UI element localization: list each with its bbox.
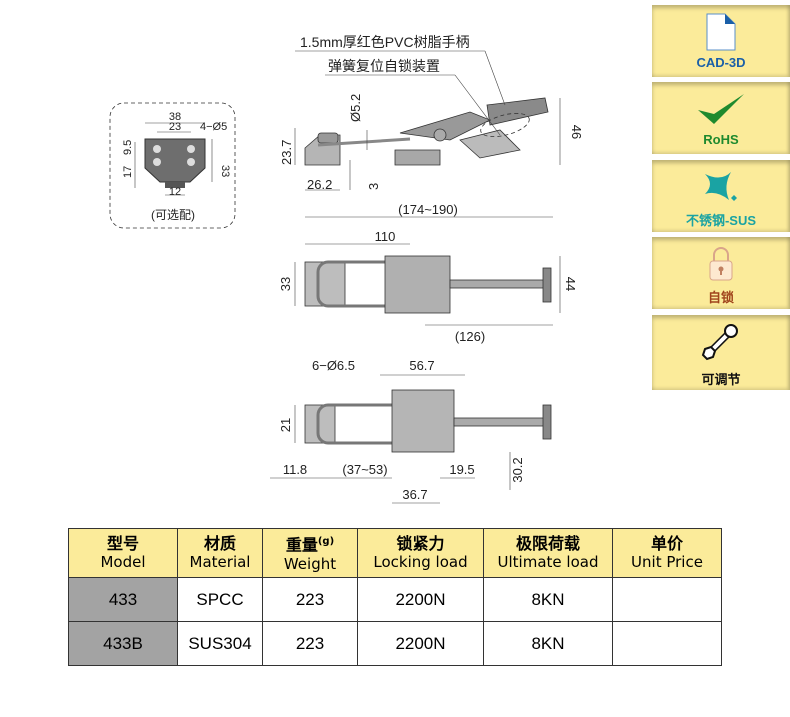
badge-label: 可调节 [701,372,741,387]
sparkle-icon [705,172,737,201]
dim-21: 21 [278,418,293,432]
cell-locking-load: 2200N [357,577,484,622]
cell-ultimate-load: 8KN [483,577,613,622]
cell-ultimate-load: 8KN [483,621,613,666]
dim-33-top: 33 [278,277,293,291]
dim-19-5: 19.5 [449,462,474,477]
document-icon [706,13,736,51]
dim-9-5: 9.5 [122,140,134,155]
handle-note: 1.5mm厚红色PVC树脂手柄 [300,34,470,50]
top-view-drawing [304,255,552,314]
checkmark-icon [698,94,744,124]
dim-holes-4: 4−Ø5 [200,121,227,133]
dim-rod-diameter: Ø5.2 [348,94,363,122]
cell-material: SPCC [177,577,263,622]
wrench-icon [701,324,738,361]
badge-self-locking: 自锁 [652,237,790,309]
cell-unit-price [612,621,722,666]
base-view-drawing [304,389,552,453]
cell-weight: 223 [262,621,358,666]
cell-material: SUS304 [177,621,263,666]
dim-12: 12 [169,186,181,198]
badge-label: CAD-3D [696,55,746,70]
badge-label: 自锁 [707,290,734,305]
optional-note: (可选配) [151,208,195,222]
dim-46: 46 [569,125,584,139]
badge-label: 不锈钢-SUS [685,213,757,228]
badge-label: RoHS [703,132,739,147]
dim-174-190: (174~190) [398,202,458,217]
cell-locking-load: 2200N [357,621,484,666]
cell-model: 433B [68,621,178,666]
table-row: 433B SUS304 223 2200N 8KN [68,621,722,666]
dim-holes-6: 6−Ø6.5 [312,358,355,373]
side-view-drawing [304,97,549,166]
cell-unit-price [612,577,722,622]
dim-37-53: (37~53) [342,462,387,477]
dim-23: 23 [169,121,181,133]
dim-56-7: 56.7 [409,358,434,373]
dim-26-2: 26.2 [307,177,332,192]
dim-17: 17 [122,166,134,178]
padlock-icon [709,247,733,281]
badge-adjustable: 可调节 [652,315,790,390]
dim-33: 33 [219,165,231,177]
badge-rohs: RoHS [652,82,790,154]
cell-weight: 223 [262,577,358,622]
dim-3: 3 [366,183,381,190]
badge-stainless-steel: 不锈钢-SUS [652,160,790,232]
table-row: 433 SPCC 223 2200N 8KN [68,577,722,622]
header-weight: 重量(g)Weight [262,528,358,578]
spring-note: 弹簧复位自锁装置 [328,58,440,74]
dim-44: 44 [563,277,578,291]
dim-30-2: 30.2 [510,457,525,482]
mounting-plate-drawing [134,122,213,196]
dim-126: (126) [455,329,485,344]
dim-110: 110 [375,229,396,244]
cell-model: 433 [68,577,178,622]
dim-11-8: 11.8 [283,462,307,477]
dim-23-7: 23.7 [279,140,294,165]
dim-38: 38 [169,111,181,123]
badge-cad-3d: CAD-3D [652,5,790,77]
technical-drawings: 38 23 4−Ø5 33 9.5 17 12 (可选配) 1.5mm厚红色PV… [109,34,584,504]
dim-36-7: 36.7 [402,487,427,502]
